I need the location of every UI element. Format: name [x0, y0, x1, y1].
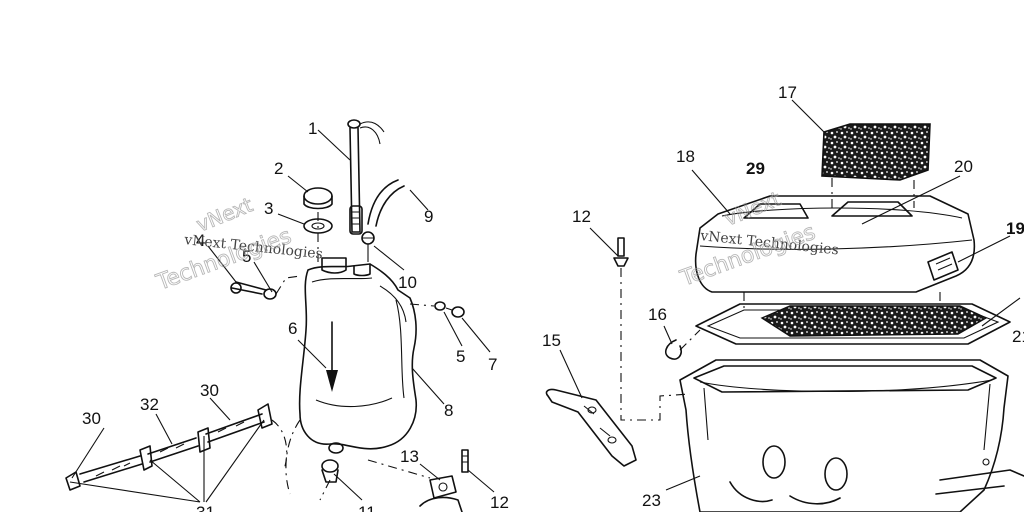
tank-cap — [303, 187, 333, 210]
filter-gasket — [695, 303, 1011, 345]
callout-8: 8 — [444, 401, 453, 420]
callout-11: 11 — [358, 503, 376, 512]
bolt-upper — [613, 237, 629, 267]
watermark-right: vNext vNext Technologies Technologies — [676, 186, 839, 292]
callout-21: 21 — [1012, 327, 1024, 346]
outlet-fitting — [321, 459, 339, 483]
callout-15: 15 — [542, 331, 561, 350]
callout-16: 16 — [648, 305, 667, 324]
watermark-word-left: Technologies — [153, 224, 295, 296]
callout-6: 6 — [288, 319, 297, 338]
watermark-word-right: Technologies — [677, 220, 819, 292]
clamp-bracket — [419, 475, 463, 512]
callout-29: 29 — [746, 159, 765, 178]
callout-5a: 5 — [242, 247, 251, 266]
callout-12-lower: 12 — [490, 493, 509, 512]
hose-assembly — [65, 403, 273, 491]
airbox-cover — [694, 195, 976, 293]
callout-7: 7 — [488, 355, 497, 374]
watermark-left: vNext vNext Technologies Technologies — [152, 192, 323, 296]
grommet-7 — [451, 306, 465, 318]
callout-5b: 5 — [456, 347, 465, 366]
callout-12-upper: 12 — [572, 207, 591, 226]
oil-tank — [298, 257, 417, 454]
elbow-fitting — [230, 281, 277, 300]
dipstick — [347, 119, 385, 235]
vent-hose — [361, 179, 405, 262]
foam-filter — [760, 305, 988, 337]
callout-18: 18 — [676, 147, 695, 166]
leader-lines — [69, 99, 1021, 503]
callout-19: 19 — [1006, 219, 1024, 238]
callout-30-right: 30 — [200, 381, 219, 400]
callout-13: 13 — [400, 447, 419, 466]
watermark-brand-right: vNext — [721, 186, 784, 230]
mounting-bracket — [545, 388, 637, 467]
watermark-brand-left: vNext — [193, 192, 256, 236]
callout-1: 1 — [308, 119, 317, 138]
callout-2: 2 — [274, 159, 283, 178]
airbox-base — [679, 359, 1024, 512]
bolt-lower — [461, 449, 469, 473]
spring-clip — [664, 339, 683, 360]
callout-labels: 1 2 3 4 5 6 5 7 8 9 10 11 12 13 12 15 16… — [82, 83, 1024, 512]
callout-20: 20 — [954, 157, 973, 176]
callout-32: 32 — [140, 395, 159, 414]
foam-element-top — [821, 123, 931, 181]
callout-23: 23 — [642, 491, 661, 510]
callout-10: 10 — [398, 273, 417, 292]
callout-3: 3 — [264, 199, 273, 218]
grommet-5 — [434, 301, 446, 311]
callout-9: 9 — [424, 207, 433, 226]
callout-31: 31 — [196, 503, 215, 512]
callout-30-left: 30 — [82, 409, 101, 428]
callout-17: 17 — [778, 83, 797, 102]
callout-4: 4 — [196, 231, 205, 250]
